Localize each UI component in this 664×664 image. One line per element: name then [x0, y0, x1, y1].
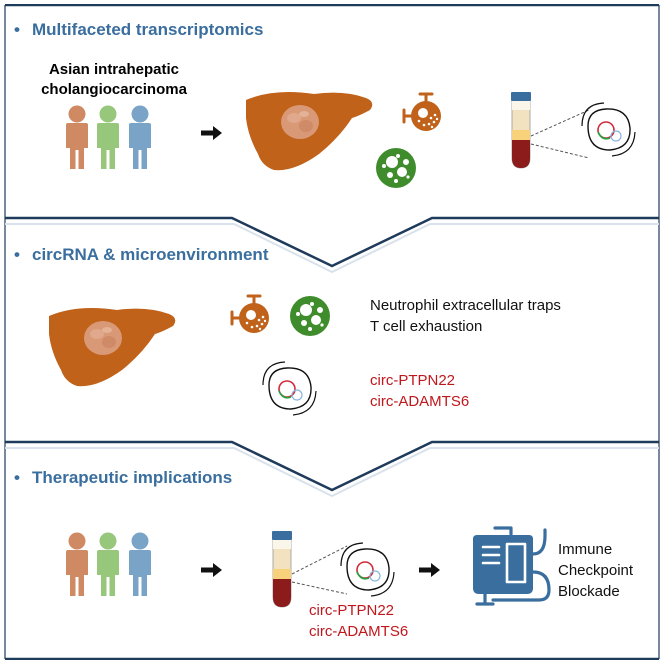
people-icon — [66, 532, 151, 596]
cohort-label-line2: cholangiocarcinoma — [41, 81, 187, 98]
blood-tube-icon — [271, 530, 293, 608]
arrow-right-icon — [201, 126, 222, 140]
chevron-divider-2 — [5, 440, 659, 492]
therapy-label-line3: Blockade — [558, 583, 620, 600]
section-heading-therapeutic: •Therapeutic implications — [14, 468, 233, 487]
cell-circrna-icon — [340, 542, 395, 597]
cohort-label: Asian intrahepatic cholangiocarcinoma — [26, 60, 202, 100]
cell-circrna-icon — [581, 102, 636, 157]
blood-tube-icon — [510, 91, 532, 169]
section-heading-transcriptomics: •Multifaceted transcriptomics — [14, 20, 264, 39]
section-heading-circrna: •circRNA & microenvironment — [14, 245, 269, 264]
neutrophil-icon — [402, 92, 443, 133]
people-icon — [66, 105, 151, 169]
arrow-right-icon — [419, 563, 440, 577]
diagram-canvas — [4, 4, 660, 660]
circrna-ptpn22: circ-PTPN22 — [370, 372, 456, 389]
cell-circrna-icon — [262, 361, 317, 416]
section-title: circRNA & microenvironment — [32, 245, 269, 264]
therapy-label-line2: Checkpoint — [558, 562, 634, 579]
circrna-adamts6: circ-ADAMTS6 — [309, 623, 409, 640]
figure-frame: •Multifaceted transcriptomics •circRNA &… — [4, 4, 660, 660]
t-cell-icon — [376, 148, 416, 188]
feature-tcell-exhaustion: T cell exhaustion — [370, 318, 483, 335]
feature-net: Neutrophil extracellular traps — [370, 297, 561, 314]
cohort-label-line1: Asian intrahepatic — [48, 61, 180, 78]
panel-border-sides — [4, 5, 660, 659]
iv-bag-icon — [473, 526, 551, 606]
arrow-right-icon — [201, 563, 222, 577]
liver-icon — [246, 92, 373, 171]
circrna-adamts6: circ-ADAMTS6 — [370, 393, 470, 410]
therapy-label-line1: Immune — [558, 541, 613, 558]
t-cell-icon — [290, 296, 330, 336]
neutrophil-icon — [230, 294, 271, 335]
section-title: Multifaceted transcriptomics — [32, 20, 264, 39]
section-title: Therapeutic implications — [32, 468, 233, 487]
liver-icon — [49, 308, 176, 387]
circrna-ptpn22: circ-PTPN22 — [309, 602, 395, 619]
chevron-divider-1 — [5, 216, 659, 268]
